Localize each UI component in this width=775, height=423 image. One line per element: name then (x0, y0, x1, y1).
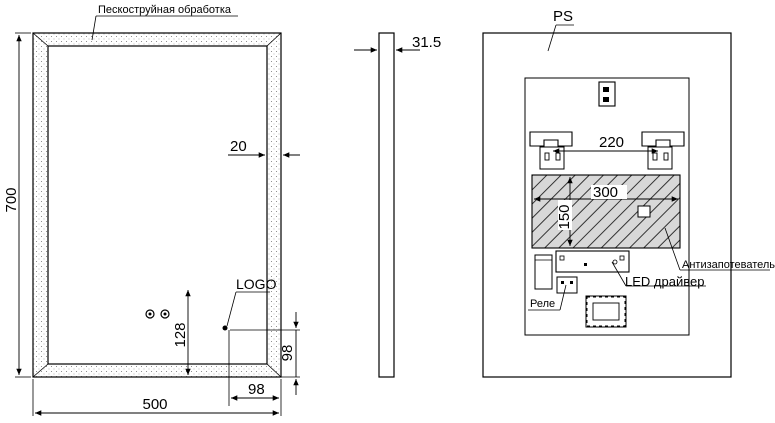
socket-icon (598, 81, 616, 107)
relay-label: Реле (530, 298, 555, 310)
logo-mark-icon (222, 325, 228, 331)
mirror-glass (47, 45, 268, 365)
heater-width-value: 300 (593, 184, 618, 201)
front-view: Пескоструйная обработка LOGO 700 500 20 … (3, 4, 300, 416)
hanger-right-icon (641, 131, 685, 170)
width-dimension-value: 500 (142, 396, 167, 413)
sandblast-leader (91, 15, 97, 41)
side-profile (378, 32, 395, 378)
logo-height-dimension-value: 128 (172, 322, 189, 347)
connector-block-icon (585, 295, 627, 328)
led-driver-label: LED драйвер (625, 274, 704, 289)
depth-dimension-value: 31.5 (412, 34, 441, 51)
logo-bottom-dimension-value: 98 (279, 345, 296, 362)
heater-height-value: 150 (556, 204, 573, 229)
rear-view: PS 220 300 150 Анти (482, 8, 775, 378)
logo-label: LOGO (236, 276, 277, 292)
sensor-module-icon (534, 254, 553, 290)
logo-right-dimension-value: 98 (248, 381, 265, 398)
relay-box (556, 276, 578, 294)
height-dimension-value: 700 (3, 187, 20, 212)
sandblast-label: Пескоструйная обработка (98, 4, 232, 16)
anti-fog-label: Антизапотеватель (682, 259, 775, 271)
side-view: 31.5 (354, 32, 441, 378)
border-dimension-value: 20 (230, 138, 247, 155)
ps-label: PS (553, 8, 573, 25)
led-driver-box (555, 250, 630, 273)
mount-spacing-value: 220 (599, 134, 624, 151)
